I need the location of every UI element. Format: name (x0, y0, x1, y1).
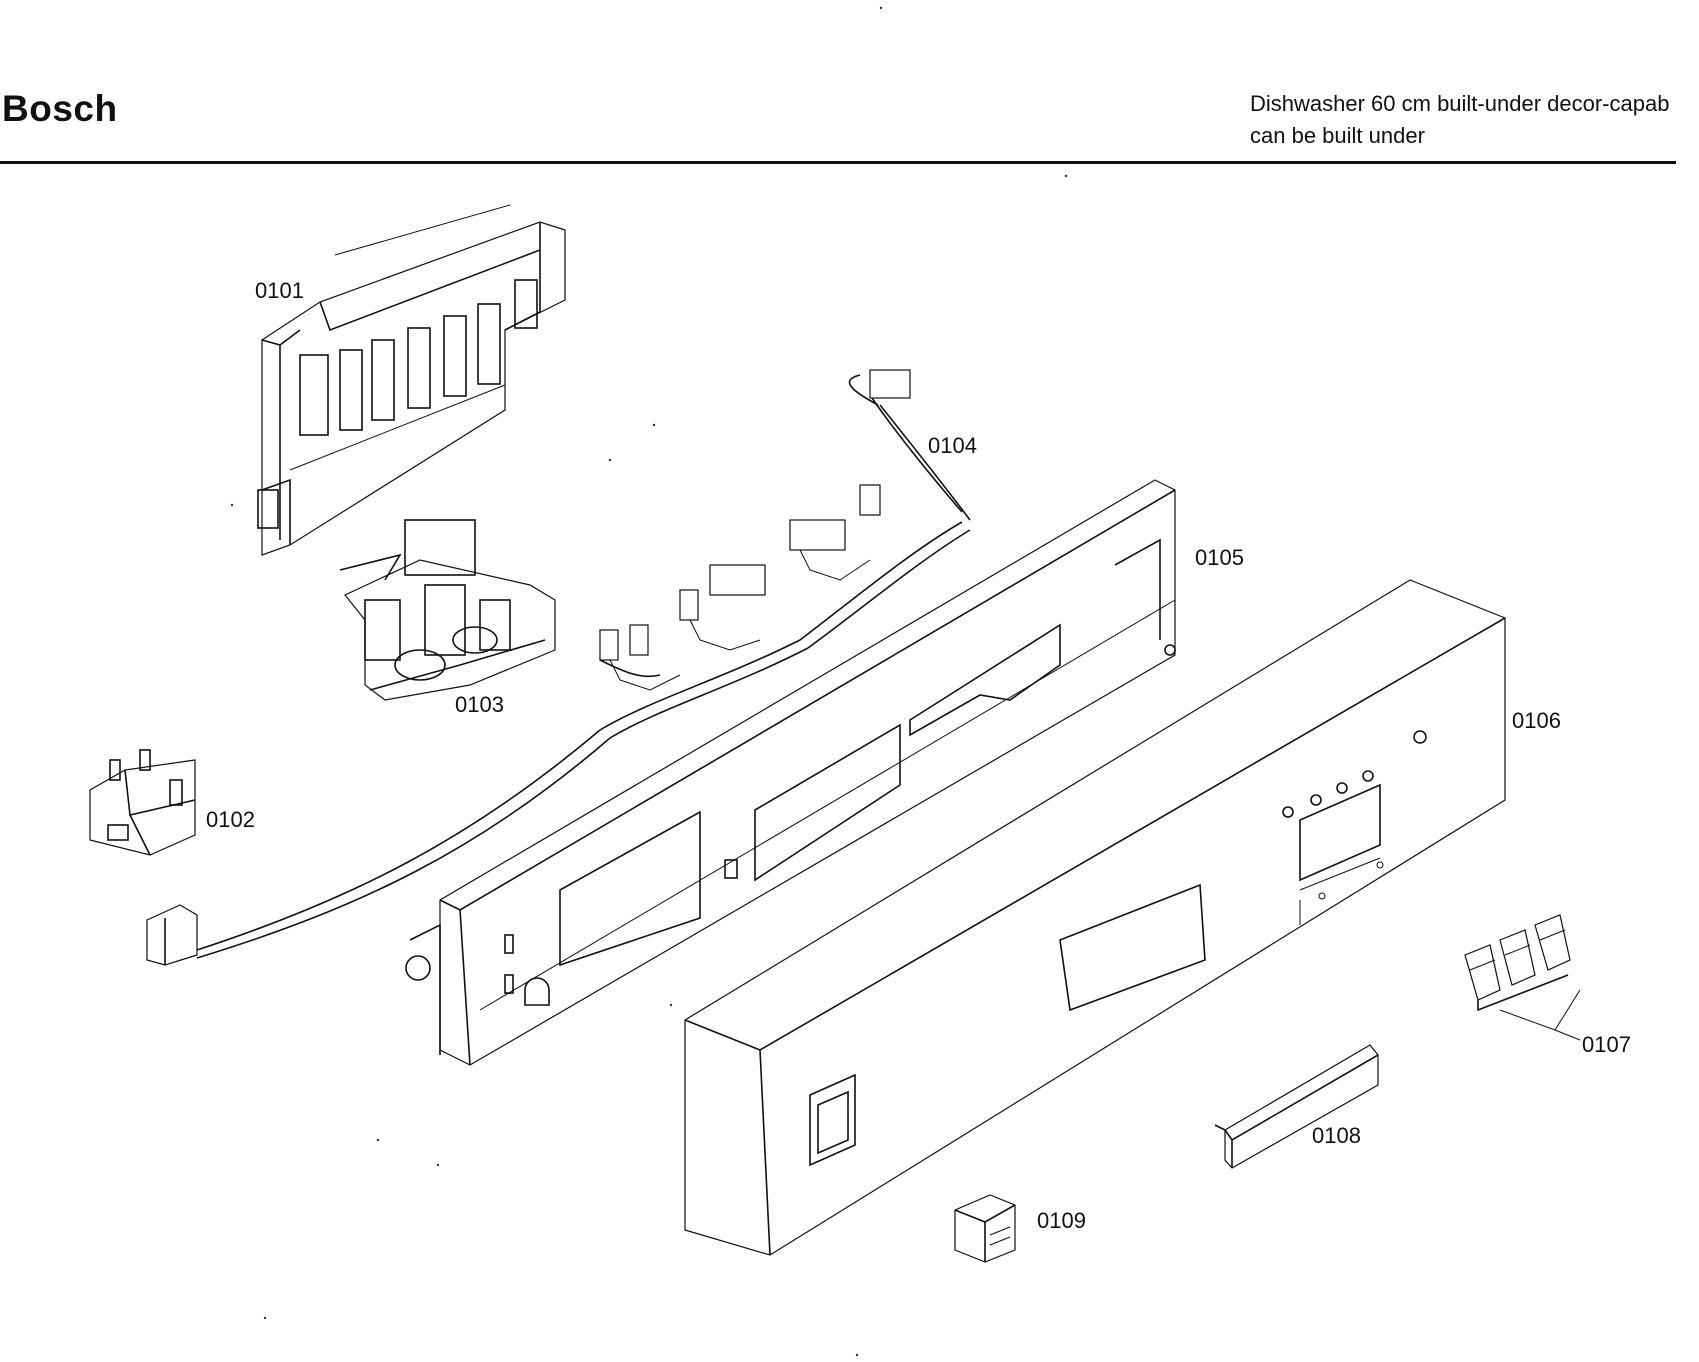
description-line-2: can be built under (1250, 123, 1425, 148)
part-label-0105: 0105 (1195, 545, 1244, 570)
part-0108-strip (1214, 1044, 1379, 1169)
diagram-description: Dishwasher 60 cm built-under decor-capab… (1250, 88, 1669, 152)
part-label-0108: 0108 (1312, 1123, 1361, 1148)
scan-specks (230, 6, 1068, 1357)
part-label-0104: 0104 (928, 433, 977, 458)
part-0106-fascia-panel (684, 579, 1506, 1256)
part-label-0103: 0103 (455, 692, 504, 717)
brand-title: Bosch (2, 88, 118, 129)
part-0101-control-module (257, 204, 566, 556)
description-line-1: Dishwasher 60 cm built-under decor-capab (1250, 91, 1670, 116)
part-0109-cap (954, 1194, 1016, 1263)
part-label-0101: 0101 (255, 278, 304, 303)
part-label-0107: 0107 (1582, 1032, 1631, 1057)
part-0102-switch (89, 749, 196, 856)
part-label-0106: 0106 (1512, 708, 1561, 733)
part-0105-frame (405, 479, 1176, 1066)
header-divider (0, 161, 1676, 164)
part-0103-actuator-block (339, 519, 556, 701)
part-0107-buttons (1464, 914, 1581, 1041)
part-label-0109: 0109 (1037, 1208, 1086, 1233)
part-0104-wiring-harness (146, 369, 971, 966)
part-label-0102: 0102 (206, 807, 255, 832)
